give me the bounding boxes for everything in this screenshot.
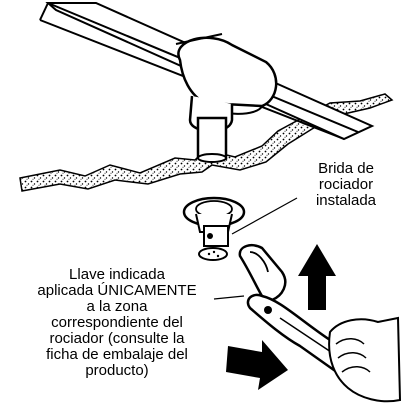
wrench-label-line: producto) xyxy=(85,362,149,379)
ceiling-tile xyxy=(19,93,394,192)
wrench-label-line: aplicada ÚNICAMENTE xyxy=(37,282,197,299)
wrench-label-line: correspondiente del xyxy=(51,314,183,331)
sprinkler-flange xyxy=(182,196,246,247)
wrench-label-line: Llave indicada xyxy=(69,266,165,283)
flange-label-line: instalada xyxy=(315,192,377,209)
arrow-up-icon xyxy=(298,244,336,310)
wrench-label-line: rociador (consulte la xyxy=(49,330,185,347)
wrench-label-line: a la zona xyxy=(86,298,148,315)
flange-label: Brida de rociador instalada xyxy=(296,161,396,209)
arrow-right-icon xyxy=(226,340,288,390)
flange-label-line: rociador xyxy=(318,176,374,193)
sprinkler-deflector xyxy=(198,247,228,261)
drop-nipple xyxy=(196,116,228,163)
flange-label-line: Brida de xyxy=(318,160,374,177)
wrench-label-line: ficha de embalaje del xyxy=(46,346,188,363)
pipe-fitting xyxy=(175,33,278,133)
flange-leader-line xyxy=(231,197,298,235)
wrench-leader-line xyxy=(213,295,245,300)
wrench-label: Llave indicada aplicada ÚNICAMENTE a la … xyxy=(17,267,217,379)
hand xyxy=(328,316,402,403)
